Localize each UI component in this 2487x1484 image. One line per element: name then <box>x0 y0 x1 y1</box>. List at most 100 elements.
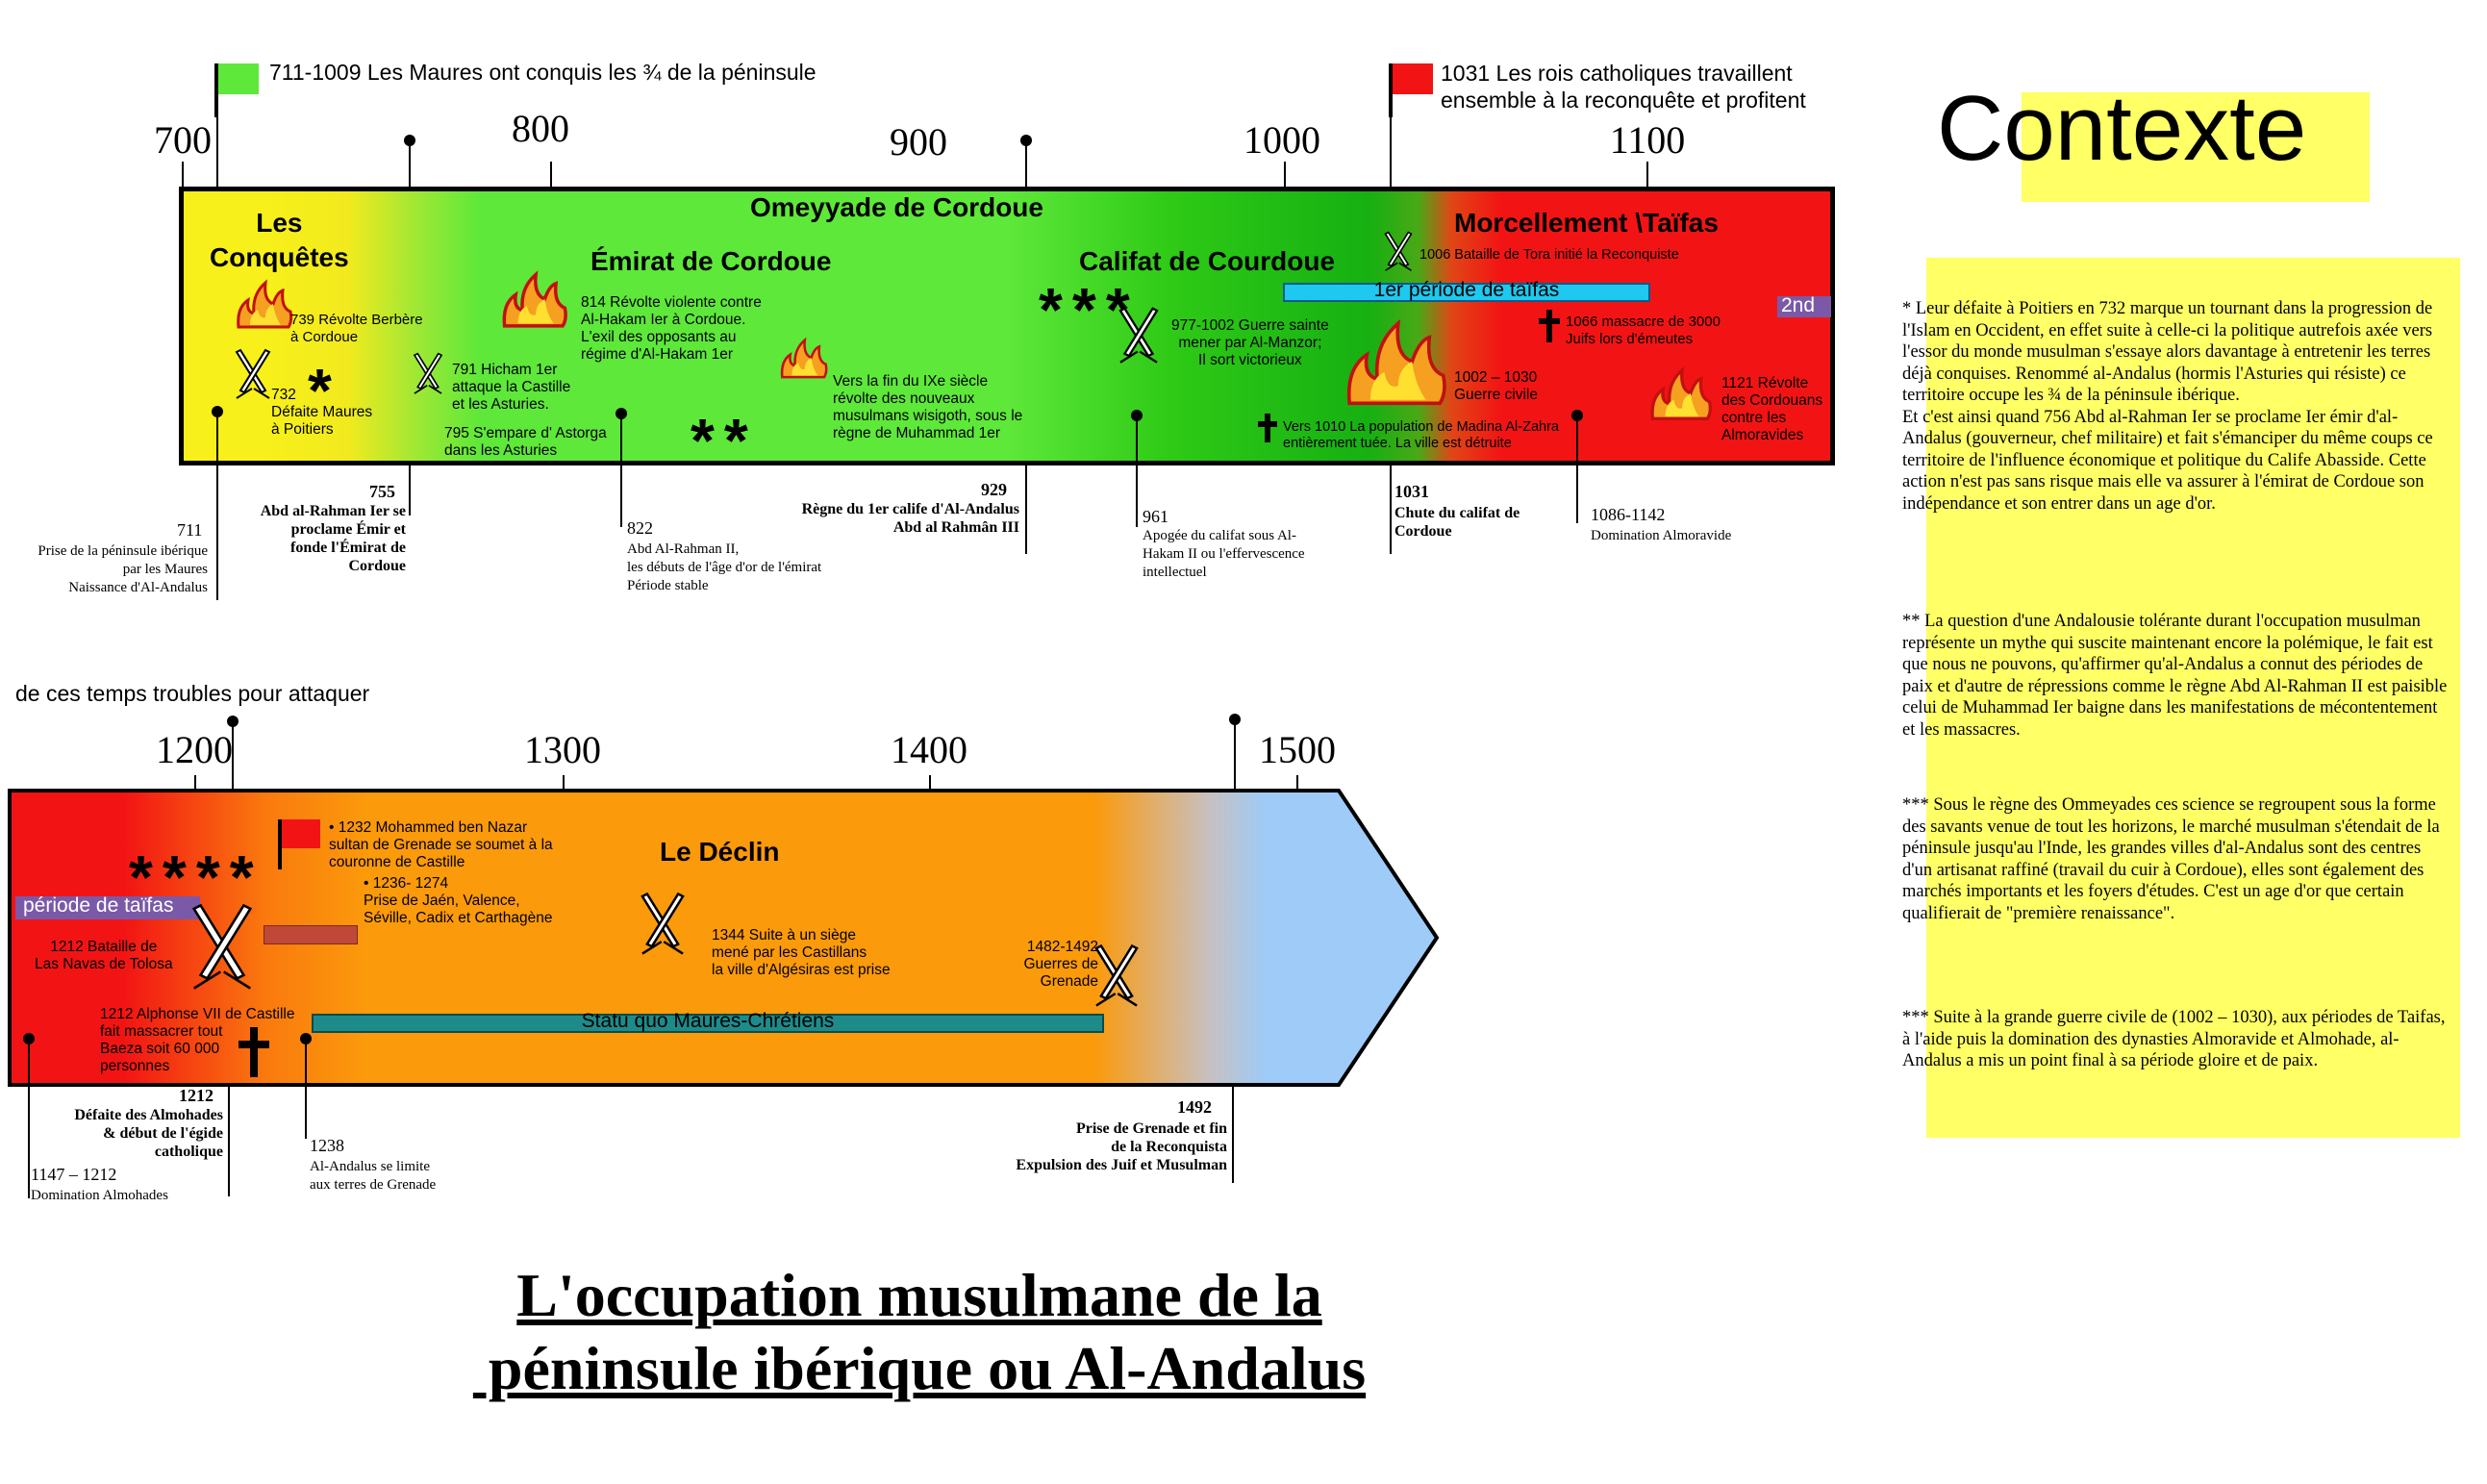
context-paragraph-4: *** Suite à la grande guerre civile de (… <box>1902 1008 2446 1070</box>
crossed-swords-icon <box>1112 306 1166 374</box>
tick-bottom-1086 <box>1576 415 1578 523</box>
tick-bottom-1147 <box>28 1039 30 1198</box>
annotation-755: Abd al-Rahman Ier se proclame Émir et fo… <box>260 503 406 574</box>
event-977: 977-1002 Guerre sainte mener par Al-Manz… <box>1171 317 1329 368</box>
annotation-961: Apogée du califat sous Al- Hakam II ou l… <box>1143 528 1305 580</box>
event-791: 791 Hicham 1er attaque la Castille et le… <box>452 362 571 413</box>
annotation-1086: Domination Almoravide <box>1591 528 1732 543</box>
year-1500: 1500 <box>1259 728 1336 771</box>
taifas-period-2 <box>1777 296 1831 317</box>
event-1121: 1121 Révolte des Cordouans contre les Al… <box>1721 375 1823 443</box>
period-1236-1274 <box>264 925 358 944</box>
year-900: 900 <box>890 120 947 163</box>
annotation-822-year: 822 <box>627 518 653 538</box>
event-739: 739 Révolte Berbère à Cordoue <box>290 312 423 345</box>
crossed-swords-icon <box>1379 231 1418 280</box>
tick-bottom-1212 <box>228 1085 230 1196</box>
year-1100: 1100 <box>1609 118 1686 162</box>
annotation-1212-year: 1212 <box>179 1086 214 1105</box>
fire-icon <box>1343 310 1450 418</box>
taifas-period-label: période de taïfas <box>23 894 174 917</box>
tick-bottom-929 <box>1025 465 1027 554</box>
annotation-1147: Domination Almohades <box>31 1188 168 1203</box>
crossed-swords-icon <box>179 902 265 1003</box>
event-795: 795 S'empare d' Astorga dans les Asturie… <box>444 425 607 459</box>
taifas-period-1 <box>1283 283 1650 302</box>
tick-top-711 <box>216 87 218 187</box>
year-800: 800 <box>512 107 569 150</box>
fire-icon <box>779 337 829 384</box>
annotation-929: Règne du 1er calife d'Al-Andalus Abd al … <box>801 501 1019 536</box>
red-flag-icon <box>277 819 323 874</box>
tick-bottom-711 <box>216 412 218 600</box>
era-conquetes: Les Conquêtes <box>210 208 349 272</box>
year-1400: 1400 <box>891 728 967 771</box>
star-3: *** <box>1039 275 1140 344</box>
fire-icon <box>500 269 569 334</box>
fire-icon <box>235 279 294 334</box>
era-morcellement: Morcellement \Taïfas <box>1454 208 1719 238</box>
event-1066: 1066 massacre de 3000 Juifs lors d'émeut… <box>1566 314 1721 347</box>
annotation-1492-year: 1492 <box>1177 1097 1212 1117</box>
annotation-1238-year: 1238 <box>310 1136 344 1155</box>
event-1344: 1344 Suite à un siège mené par les Casti… <box>712 927 891 978</box>
timeline1-bar <box>179 187 1835 465</box>
tick-top-755 <box>409 142 411 187</box>
context-title: Contexte <box>1937 77 2307 180</box>
tick-800 <box>550 162 552 187</box>
event-1482: 1482-1492 Guerres de Grenade <box>1023 939 1098 990</box>
context-highlight-body <box>1926 258 2460 1138</box>
event-1006: 1006 Bataille de Tora initié la Reconqui… <box>1419 247 1679 263</box>
cross-icon <box>1258 414 1277 447</box>
annotation-961-year: 961 <box>1143 507 1168 526</box>
tick-1300 <box>563 775 565 791</box>
annotation-929-year: 929 <box>981 480 1007 499</box>
era-califat: Califat de Courdoue <box>1079 246 1336 276</box>
annotation-1492: Prise de Grenade et fin de la Reconquist… <box>1016 1120 1227 1173</box>
tick-1500 <box>1296 775 1298 791</box>
red-flag-text: 1031 Les rois catholiques travaillent en… <box>1441 61 1806 113</box>
cross-icon <box>239 1027 269 1082</box>
annotation-1031-year: 1031 <box>1394 482 1429 501</box>
event-1010: Vers 1010 La population de Madina Al-Zah… <box>1283 419 1559 451</box>
tick-bottom-1031 <box>1390 465 1392 554</box>
year-1300: 1300 <box>524 728 601 771</box>
annotation-1031: Chute du califat de Cordoue <box>1394 505 1520 540</box>
tick-top-1031 <box>1390 96 1392 187</box>
tick-1000 <box>1284 162 1286 187</box>
taifas-period-2-label: 2nd <box>1781 294 1816 316</box>
tick-dot-755 <box>404 135 415 146</box>
tick-bottom-1492 <box>1232 1085 1234 1183</box>
event-ixe-siecle: Vers la fin du IXe siècle révolte des no… <box>833 373 1023 441</box>
annotation-1212: Défaite des Almohades & début de l'égide… <box>74 1107 223 1160</box>
tick-dot-929 <box>1020 135 1032 146</box>
star-1: * <box>308 356 341 425</box>
tick-top-1492 <box>1234 719 1236 791</box>
event-1212-alphonse: 1212 Alphonse VII de Castille fait massa… <box>100 1006 295 1074</box>
era-declin: Le Déclin <box>660 837 780 867</box>
tick-bottom-755 <box>409 465 411 516</box>
event-814: 814 Révolte violente contre Al-Hakam Ier… <box>581 294 762 363</box>
tick-700 <box>182 162 184 187</box>
annotation-711-year: 711 <box>177 520 203 540</box>
tick-1400 <box>929 775 931 791</box>
continued-flag-text: de ces temps troubles pour attaquer <box>15 681 370 706</box>
context-paragraph-1: * Leur défaite à Poitiers en 732 marque … <box>1902 299 2433 514</box>
annotation-755-year: 755 <box>369 482 395 501</box>
event-1232: • 1232 Mohammed ben Nazar sultan de Gren… <box>329 819 553 870</box>
era-emirat: Émirat de Cordoue <box>590 246 832 276</box>
annotation-1147-year: 1147 – 1212 <box>31 1165 117 1184</box>
statu-quo-label: Statu quo Maures-Chrétiens <box>581 1010 835 1032</box>
year-700: 700 <box>154 118 212 162</box>
crossed-swords-icon <box>1087 943 1146 1019</box>
star-2: ** <box>691 406 758 475</box>
page-title-line-2: péninsule ibérique ou Al-Andalus <box>472 1334 1367 1402</box>
tick-1100 <box>1646 162 1648 187</box>
event-1212-battle: 1212 Bataille de Las Navas de Tolosa <box>35 939 173 972</box>
context-paragraph-3: *** Sous le règne des Ommeyades ces scie… <box>1902 795 2440 923</box>
context-highlight-title <box>2022 92 2370 202</box>
annotation-1086-year: 1086-1142 <box>1591 505 1666 524</box>
cross-icon <box>1539 310 1560 347</box>
green-flag-text: 711-1009 Les Maures ont conquis les ¾ de… <box>269 60 816 85</box>
annotation-822: Abd Al-Rahman II, les débuts de l'âge d'… <box>627 541 822 593</box>
